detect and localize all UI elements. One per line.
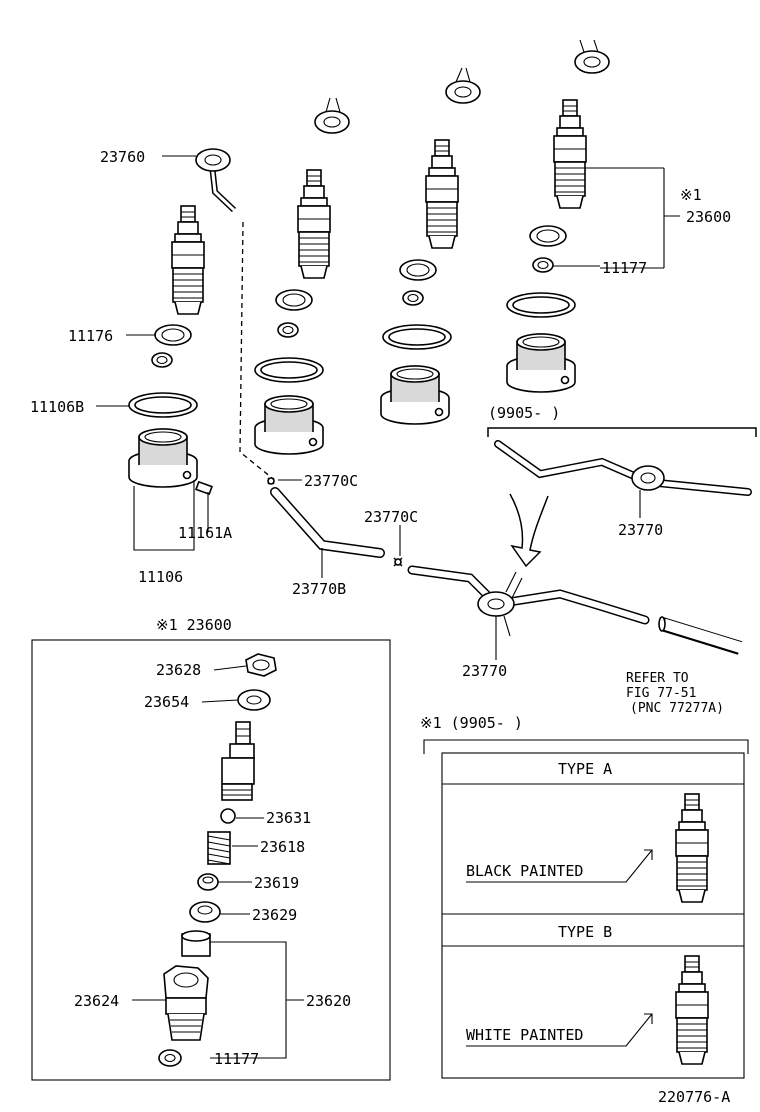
label-11106: 11106: [138, 568, 183, 586]
white-painted-label: WHITE PAINTED: [466, 1026, 583, 1044]
washer-11177-bottom: [158, 1049, 182, 1067]
holder-cyl3: [380, 365, 450, 425]
holder-cyl4: [506, 333, 576, 393]
label-23624: 23624: [74, 992, 119, 1010]
label-11161a: 11161A: [178, 524, 232, 542]
injection-nozzle-1: [171, 205, 205, 315]
type-box-bracket: [423, 739, 749, 754]
arrow-white-painted: [466, 1013, 653, 1047]
ball-23631: [220, 808, 236, 824]
ring-11176: [154, 324, 192, 346]
holder-cyl2: [254, 395, 324, 455]
pin-23619: [197, 873, 219, 891]
label-23770c-b: 23770C: [364, 508, 418, 526]
label-23770c-a: 23770C: [304, 472, 358, 490]
label-11176: 11176: [68, 327, 113, 345]
label-23618: 23618: [260, 838, 305, 856]
label-23629: 23629: [252, 906, 297, 924]
label-23760: 23760: [100, 148, 145, 166]
inset-title: (9905- ): [488, 404, 560, 422]
fuel-hose-stub: [658, 616, 744, 655]
small-washer-cyl2: [277, 322, 299, 338]
nozzle-type-b: [675, 955, 709, 1065]
small-washer-1: [151, 352, 173, 368]
label-23628: 23628: [156, 661, 201, 679]
label-23770b: 23770B: [292, 580, 346, 598]
down-arrow-icon: [509, 493, 549, 568]
label-23770-inset: 23770: [618, 521, 663, 539]
nozzle-holder-body: [221, 721, 255, 801]
injection-nozzle-4: [553, 99, 587, 209]
injection-nozzle-3: [425, 139, 459, 249]
label-23770-main: 23770: [462, 662, 507, 680]
refer-line-2: FIG 77-51: [626, 686, 696, 701]
arrow-black-painted: [466, 849, 653, 883]
detail-leader-lines: [132, 665, 304, 1059]
leak-pipe-23770: [407, 565, 650, 637]
detail-box-23600: [31, 639, 391, 1081]
black-painted-label: BLACK PAINTED: [466, 862, 583, 880]
seat-11106b: [128, 392, 198, 418]
figure-code: 220776-A: [658, 1088, 730, 1106]
nut-23628: [245, 653, 277, 677]
label-11177-top: 11177: [602, 259, 647, 277]
spacer-23629: [189, 901, 221, 923]
washer-23654: [237, 689, 271, 711]
leader-lines: [96, 155, 680, 660]
seat-cyl3: [382, 324, 452, 350]
injection-nozzle-2: [297, 169, 331, 279]
type-a-label: TYPE A: [558, 760, 612, 778]
fuel-injection-pipe-23760: [195, 39, 610, 213]
label-23620: 23620: [306, 992, 351, 1010]
seat-cyl4: [506, 292, 576, 318]
ref-mark-1: ※1: [680, 186, 702, 204]
clip-23770c-a: [267, 477, 275, 485]
type-box-title: ※1 (9905- ): [420, 714, 523, 732]
label-23619: 23619: [254, 874, 299, 892]
label-11106b: 11106B: [30, 398, 84, 416]
ring-cyl2: [275, 289, 313, 311]
label-11177-bottom: 11177: [214, 1050, 259, 1068]
ring-cyl3: [399, 259, 437, 281]
label-23654: 23654: [144, 693, 189, 711]
inset-bracket: [487, 427, 757, 437]
clip-23770c-b: [393, 557, 403, 567]
refer-line-3: (PNC 77277A): [630, 701, 724, 716]
small-washer-cyl3: [402, 290, 424, 306]
nozzle-holder-11106: [128, 428, 198, 488]
washer-11177-top: [532, 257, 554, 273]
leakage-hose-23770b: [270, 487, 385, 558]
leak-pipe-23770-inset: [494, 440, 752, 496]
pin-11161a: [195, 480, 213, 496]
label-23631: 23631: [266, 809, 311, 827]
type-b-label: TYPE B: [558, 923, 612, 941]
label-23600: 23600: [686, 208, 731, 226]
refer-line-1: REFER TO: [626, 671, 689, 686]
retaining-nut-23624: [163, 965, 209, 1041]
detail-box-title: ※1 23600: [156, 616, 232, 634]
ring-cyl4: [529, 225, 567, 247]
seat-cyl2: [254, 357, 324, 383]
nozzle-23620: [181, 930, 211, 957]
type-box: [441, 752, 745, 1079]
spring-23618: [207, 831, 231, 865]
nozzle-type-a: [675, 793, 709, 903]
